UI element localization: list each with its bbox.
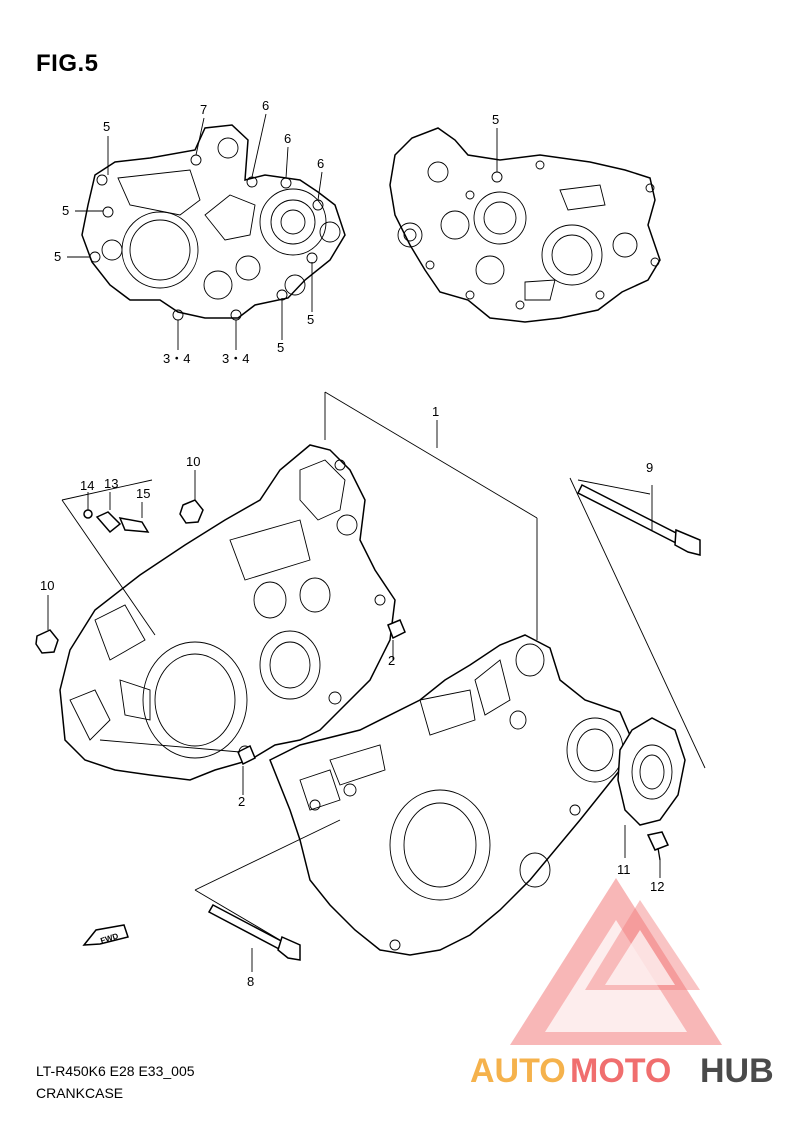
figure-caption: CRANKCASE — [36, 1085, 124, 1101]
callout-5f: 5 — [492, 112, 499, 127]
callout-3-4a: 3・4 — [163, 351, 190, 366]
callout-13: 13 — [104, 476, 118, 491]
watermark-hub: HUB — [700, 1052, 774, 1090]
figure-title: FIG.5 — [36, 50, 99, 77]
crankcase-left-half — [59, 444, 396, 781]
callout-7: 7 — [200, 102, 207, 117]
callout-1: 1 — [432, 404, 439, 419]
crankcase-left-inner-view — [81, 124, 346, 321]
callout-12: 12 — [650, 879, 664, 894]
callout-8: 8 — [247, 974, 254, 989]
callout-2a: 2 — [388, 653, 395, 668]
crankcase-right-half — [269, 634, 633, 956]
fwd-arrow-icon: FWD — [82, 924, 129, 946]
screw-12 — [646, 831, 670, 861]
callout-5e: 5 — [277, 340, 284, 355]
oil-seal-retainer — [617, 717, 686, 826]
callout-5b: 5 — [62, 203, 69, 218]
callout-15: 15 — [136, 486, 150, 501]
callout-5c: 5 — [54, 249, 61, 264]
top-leader-lines — [67, 113, 498, 350]
callout-labels: 5 5 5 7 6 6 6 5 5 3・4 3・4 5 1 10 14 13 1… — [40, 98, 664, 989]
watermark-auto: AUTO — [470, 1052, 566, 1090]
callout-10a: 10 — [186, 454, 200, 469]
callout-6c: 6 — [317, 156, 324, 171]
callout-14: 14 — [80, 478, 94, 493]
watermark-moto: MOTO — [570, 1052, 671, 1090]
callout-6b: 6 — [284, 131, 291, 146]
dowel-pins — [237, 619, 406, 766]
callout-5a: 5 — [103, 119, 110, 134]
callout-11: 11 — [617, 862, 631, 877]
callout-9: 9 — [646, 460, 653, 475]
crankcase-right-inner-view — [389, 127, 661, 323]
watermark-text: AUTO MOTO HUB — [470, 1052, 774, 1090]
main-leader-lines — [47, 391, 706, 972]
callout-10b: 10 — [40, 578, 54, 593]
bolt-8 — [207, 903, 301, 961]
nuts-10 — [35, 499, 204, 654]
callout-6a: 6 — [262, 98, 269, 113]
bolt-9 — [576, 483, 701, 556]
callout-5d: 5 — [307, 312, 314, 327]
callout-2b: 2 — [238, 794, 245, 809]
small-parts-13-14-15 — [83, 509, 150, 534]
model-code: LT-R450K6 E28 E33_005 — [36, 1063, 195, 1079]
callout-3-4b: 3・4 — [222, 351, 249, 366]
watermark-logo — [510, 878, 722, 1045]
